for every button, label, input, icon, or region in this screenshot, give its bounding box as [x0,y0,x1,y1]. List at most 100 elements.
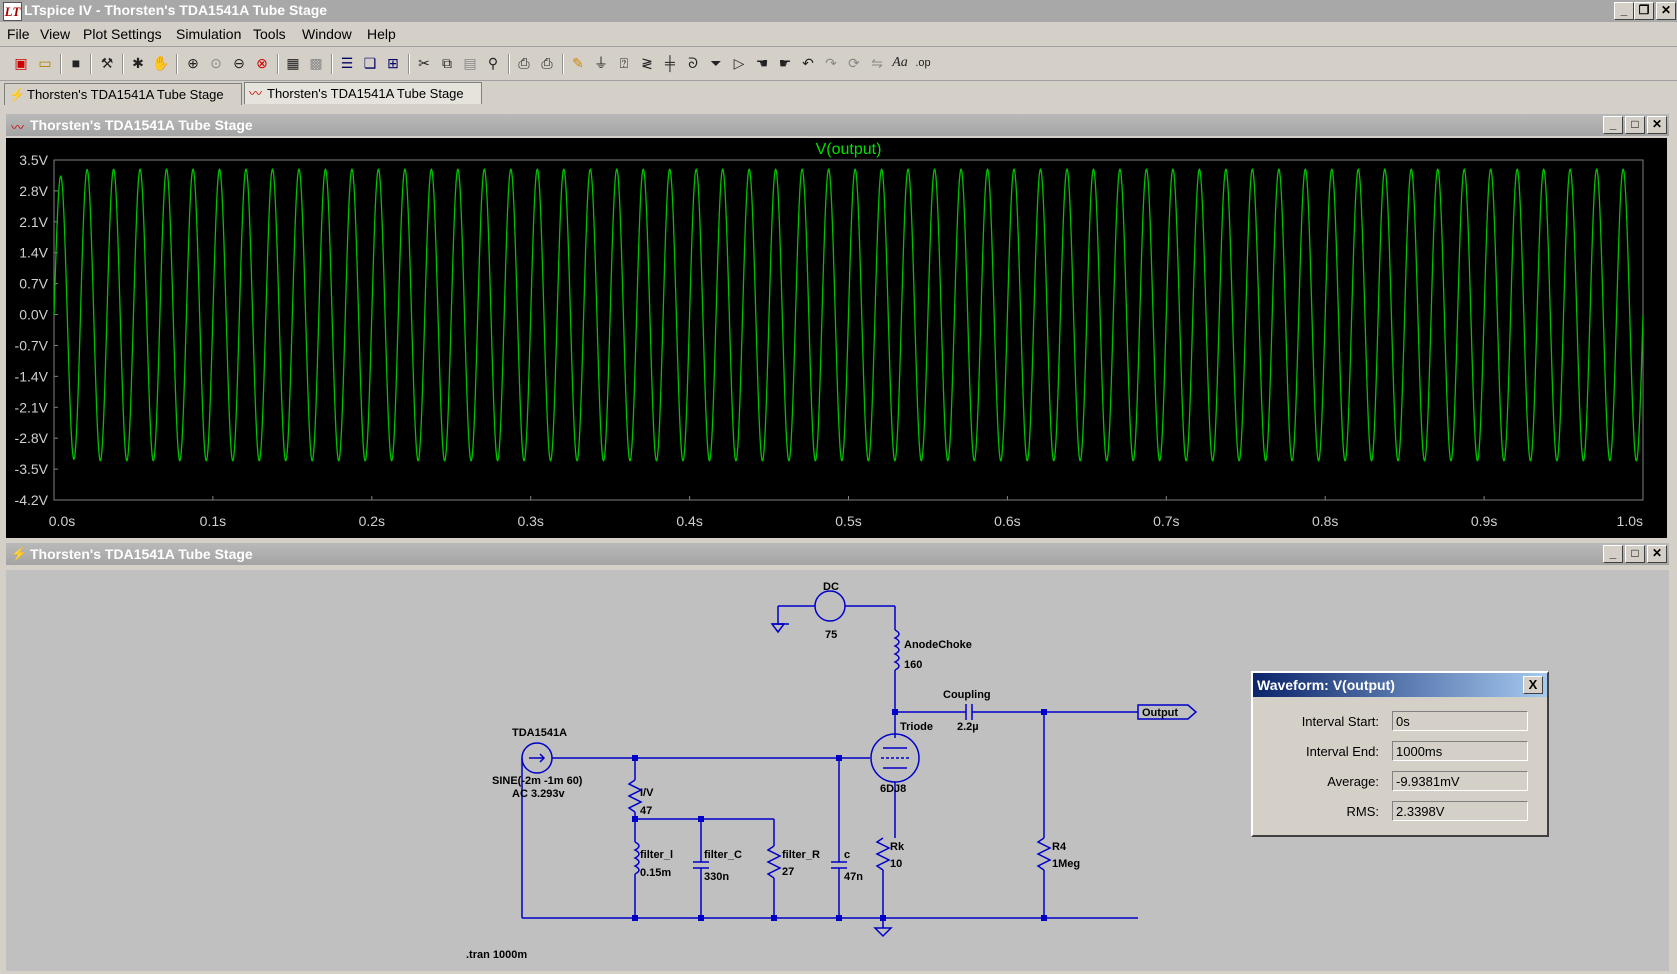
dc-source[interactable] [814,590,846,622]
label-icon[interactable]: ⍰ [619,55,629,71]
trace-v-output[interactable] [53,168,1644,462]
wire-icon[interactable]: ✎ [572,55,584,71]
junction [1041,915,1047,921]
output-port[interactable] [1137,704,1198,720]
control-panel-icon[interactable]: ⚒ [100,55,114,71]
source-name: TDA1541A [512,727,567,739]
menu-plot-settings[interactable]: Plot Settings [83,26,162,42]
toolbar: ▣ ▭ ■ ⚒ ✱ ✋ ⊕ ⊙ ⊖ ⊗ ▦ ▩ ☰ ❏ ⊞ ✂ ⧉ ▤ ⚲ ⎙ … [0,48,1677,81]
cut-icon[interactable]: ✂ [418,55,430,71]
y-tick-label: -3.5V [15,461,49,477]
tran-directive[interactable]: .tran 1000m [466,949,527,961]
toolbar-separator [60,54,62,74]
toolbar-separator [90,54,92,74]
resistor-filter-r[interactable] [766,845,782,879]
tab-bar: ⚡ Thorsten's TDA1541A Tube Stage 〰 Thors… [0,81,1677,105]
interval-end-field[interactable]: 1000ms [1392,741,1528,761]
junction-dots [632,709,1047,921]
anode-choke[interactable] [893,629,900,671]
move-icon[interactable]: ☚ [755,55,769,71]
find-icon[interactable]: ⚲ [487,55,499,71]
tab-schematic[interactable]: ⚡ Thorsten's TDA1541A Tube Stage [4,83,242,105]
x-tick-label: 0.3s [517,513,543,529]
x-tick-label: 0.1s [200,513,226,529]
maximize-icon[interactable]: □ [1625,116,1645,134]
ground-icon[interactable]: ⏚ [594,55,608,71]
menu-help[interactable]: Help [367,26,396,42]
r4-value: 1Meg [1052,858,1080,870]
cascade-icon[interactable]: ❏ [363,55,377,71]
close-icon[interactable]: ✕ [1647,116,1667,134]
autorange-icon[interactable]: ▦ [286,55,300,71]
drag-icon[interactable]: ☛ [778,55,792,71]
print-setup-icon[interactable]: ⎙ [518,55,530,71]
c-name: c [844,849,850,861]
average-field[interactable]: -9.9381mV [1392,771,1528,791]
text-icon[interactable]: Aa [892,55,908,70]
grid-icon[interactable]: ▩ [309,55,323,71]
redo-icon[interactable]: ↷ [825,55,837,71]
close-icon[interactable]: ✕ [1656,2,1676,20]
toolbar-separator [331,54,333,74]
open-icon[interactable]: ▭ [38,55,52,71]
junction [632,755,638,761]
maximize-icon[interactable]: □ [1625,545,1645,563]
waveform-dialog: Waveform: V(output) X Interval Start: 0s… [1251,671,1549,837]
menu-view[interactable]: View [40,26,71,42]
toolbar-separator [508,54,510,74]
resistor-icon[interactable]: ≷ [641,55,653,71]
zoom-fit-icon[interactable]: ⊗ [256,55,268,71]
x-tick-label: 0.6s [994,513,1020,529]
new-schematic-icon[interactable]: ▣ [14,55,28,71]
filter-l-value: 0.15m [640,867,671,879]
capacitor-icon[interactable]: ╪ [665,55,675,71]
undo-icon[interactable]: ↶ [802,55,814,71]
menu-window[interactable]: Window [302,26,352,42]
mirror-icon[interactable]: ⇋ [871,55,883,71]
source-value1: SINE(-2m -1m 60) [492,775,583,787]
tile-horizontal-icon[interactable]: ☰ [340,55,354,71]
tab-waveform[interactable]: 〰 Thorsten's TDA1541A Tube Stage [244,82,482,104]
toolbar-separator [176,54,178,74]
menu-file[interactable]: File [7,26,30,42]
ground-icon [770,623,786,634]
tile-icon[interactable]: ⊞ [387,55,399,71]
interval-start-field[interactable]: 0s [1392,711,1528,731]
menu-simulation[interactable]: Simulation [176,26,242,42]
run-icon[interactable]: ✱ [132,55,144,71]
plot-title[interactable]: V(output) [816,141,882,158]
resistor-rk[interactable] [875,837,891,871]
rotate-icon[interactable]: ⟳ [848,55,860,71]
diode-icon[interactable]: ⏷ [710,55,722,71]
halt-icon[interactable]: ✋ [152,55,170,71]
choke-name: AnodeChoke [904,639,972,651]
rms-field[interactable]: 2.3398V [1392,801,1528,821]
print-icon[interactable]: ⎙ [541,55,553,71]
close-icon[interactable]: ✕ [1647,545,1667,563]
waveform-icon: 〰 [11,120,25,135]
close-icon[interactable]: X [1523,676,1543,694]
menu-tools[interactable]: Tools [253,26,286,42]
paste-icon[interactable]: ▤ [463,55,477,71]
y-tick-label: -0.7V [15,337,49,353]
inductor-icon[interactable]: ᘐ [688,55,698,71]
minimize-icon[interactable]: _ [1603,116,1623,134]
component-icon[interactable]: ▷ [733,55,745,71]
minimize-icon[interactable]: _ [1614,2,1634,20]
copy-icon[interactable]: ⧉ [442,55,452,71]
resistor-iv[interactable] [627,779,643,813]
resistor-r4[interactable] [1036,837,1052,871]
zoom-box-icon[interactable]: ⊙ [210,55,222,71]
spice-directive-icon[interactable]: .op [915,57,931,69]
inductor-filter-l[interactable] [633,841,640,875]
triode[interactable] [870,733,920,783]
source-arrow [539,753,546,763]
minimize-icon[interactable]: _ [1603,545,1623,563]
x-tick-label: 1.0s [1617,513,1643,529]
save-icon[interactable]: ■ [71,55,81,71]
zoom-in-icon[interactable]: ⊕ [187,55,199,71]
x-tick-label: 0.5s [835,513,861,529]
zoom-out-icon[interactable]: ⊖ [233,55,245,71]
restore-icon[interactable]: ❐ [1634,2,1654,20]
